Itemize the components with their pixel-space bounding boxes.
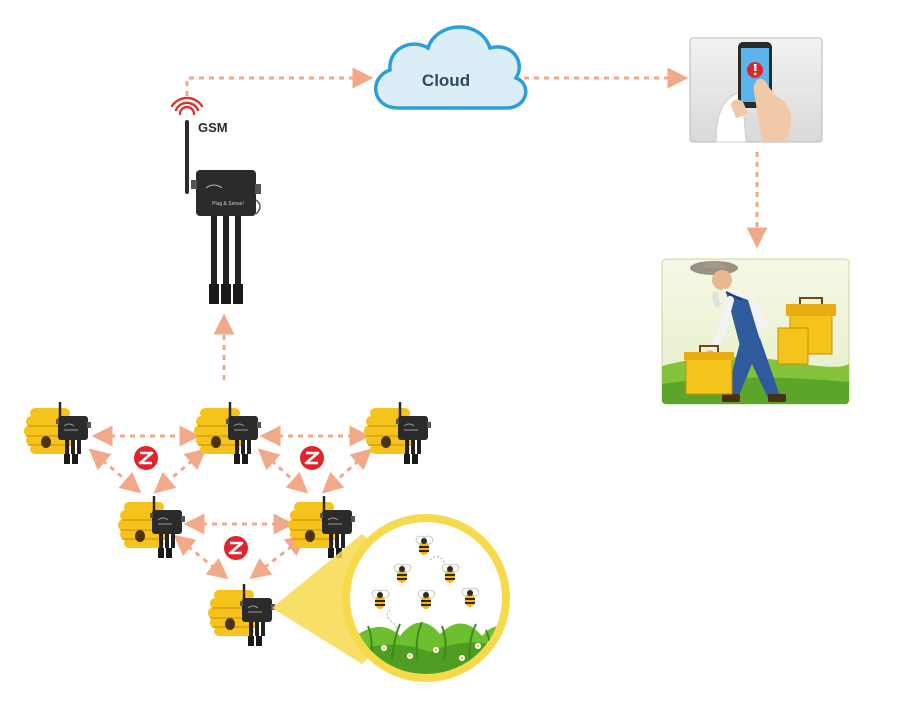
meadow-zoom — [272, 514, 510, 682]
cloud-node: Cloud — [373, 25, 528, 110]
beekeeper-scene — [661, 258, 850, 405]
mesh-link — [321, 448, 373, 494]
hive-node — [22, 400, 93, 466]
zigbee-icon — [222, 534, 250, 562]
phone-alert-icon — [715, 42, 792, 143]
cloud-label: Cloud — [422, 71, 470, 90]
mesh-link — [249, 534, 307, 580]
zigbee-icon — [298, 444, 326, 472]
gateway-box — [196, 170, 256, 216]
gsm-signal-icon — [170, 96, 204, 116]
hive-node — [192, 400, 263, 466]
mesh-link — [173, 534, 229, 580]
phone-alert-panel — [689, 37, 823, 143]
gsm-gateway: GSM Plug & Sense! — [170, 96, 261, 304]
gateway-cables — [209, 216, 243, 304]
cloud-icon — [373, 25, 528, 110]
mesh-link — [153, 448, 207, 494]
mesh-link — [88, 448, 142, 494]
arrow-gsm-to-cloud — [185, 67, 374, 96]
hive-node — [116, 494, 187, 560]
gsm-label: GSM — [198, 120, 228, 135]
gateway-brand: Plug & Sense! — [212, 201, 244, 207]
zigbee-icon — [132, 444, 160, 472]
hive-node — [206, 582, 277, 648]
hive-node — [362, 400, 433, 466]
flow-arrows — [88, 67, 768, 580]
mesh-link — [257, 448, 309, 494]
